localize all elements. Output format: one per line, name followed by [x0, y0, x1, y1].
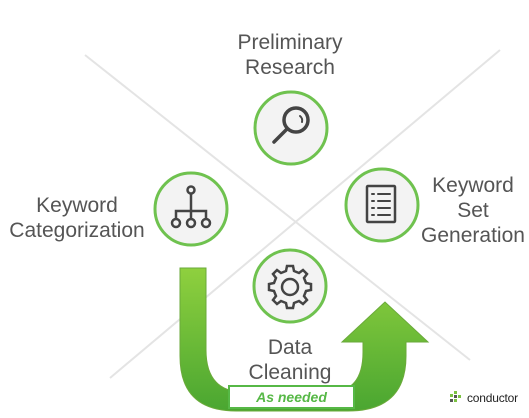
list-document-icon [365, 184, 397, 224]
brand-name: conductor [467, 391, 518, 405]
step-label-categorization: Keyword Categorization [2, 193, 152, 243]
as-needed-badge: As needed [228, 385, 355, 409]
step-label-line: Cleaning [248, 361, 332, 384]
step-label-line: Generation [421, 224, 525, 247]
magnifier-icon [272, 106, 310, 144]
step-label-generation: Keyword Set Generation [418, 173, 528, 248]
divider-line [109, 49, 501, 379]
brand-logo: conductor [450, 388, 528, 408]
step-circle-cleaning [252, 248, 328, 324]
hierarchy-icon [170, 185, 212, 229]
step-label-line: Data [267, 336, 313, 359]
step-label-line: Keyword [36, 194, 118, 217]
step-label-line: Preliminary [237, 31, 343, 54]
step-circle-generation [344, 167, 420, 243]
step-label-cleaning: Data Cleaning [240, 335, 340, 385]
step-circle-categorization [153, 171, 229, 247]
divider-line [84, 54, 471, 361]
gear-icon [267, 264, 313, 310]
step-circle-research [253, 90, 329, 166]
conductor-mark-icon [450, 391, 461, 402]
step-label-line: Research [245, 56, 335, 79]
cycle-arrow [179, 267, 430, 412]
step-label-research: Preliminary Research [220, 30, 360, 80]
step-label-line: Keyword [432, 174, 514, 197]
step-label-line: Set [457, 199, 489, 222]
step-label-line: Categorization [9, 219, 145, 242]
